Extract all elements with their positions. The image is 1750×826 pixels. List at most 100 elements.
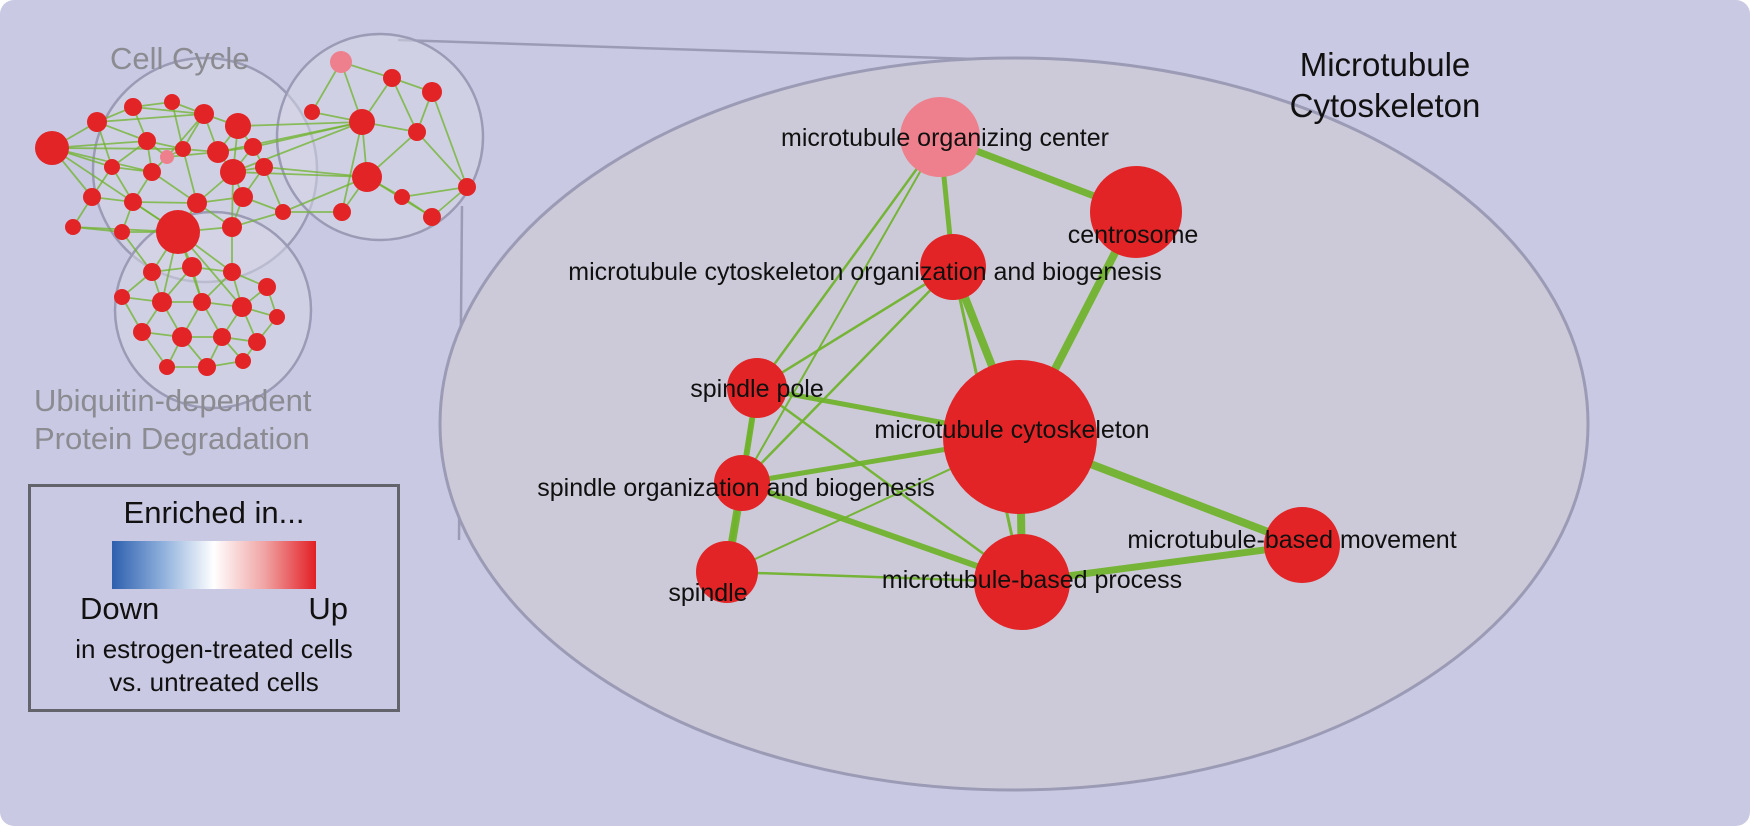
legend-down-label: Down: [80, 591, 160, 626]
overview-node: [225, 113, 251, 139]
cluster-circle-1: [275, 32, 485, 242]
node-mc: [943, 360, 1097, 514]
overview-edge: [96, 113, 205, 123]
overview-edge: [232, 171, 368, 178]
overview-node: [304, 104, 320, 120]
overview-node: [248, 333, 266, 351]
overview-node: [175, 141, 191, 157]
node-spindle_org: [714, 455, 770, 511]
edge-spindle_pole-mbp: [756, 386, 1023, 584]
overview-node: [408, 123, 426, 141]
overview-node: [172, 327, 192, 347]
overview-edge: [252, 121, 363, 148]
cluster-title-ubiquitin: Ubiquitin-dependent Protein Degradation: [34, 382, 312, 458]
overview-node: [235, 353, 251, 369]
overview-node: [223, 263, 241, 281]
overview-node: [232, 297, 252, 317]
overview-edge: [431, 91, 468, 188]
node-spindle_pole: [727, 358, 787, 418]
edge-spindle-mbp: [726, 570, 1023, 584]
overview-node: [114, 224, 130, 240]
overview-node: [143, 263, 161, 281]
microtubule-title-line1: Microtubule: [1299, 46, 1471, 83]
overview-edge: [51, 147, 153, 173]
overview-node: [143, 163, 161, 181]
overview-node: [333, 203, 351, 221]
overview-node: [114, 289, 130, 305]
overview-node: [423, 208, 441, 226]
overview-node: [349, 109, 375, 135]
cluster-title-ubiquitin-line2: Protein Degradation: [34, 421, 310, 456]
overview-node: [159, 359, 175, 375]
overview-node: [233, 187, 253, 207]
node-mcob: [920, 234, 986, 300]
overview-node: [164, 94, 180, 110]
overview-node: [65, 219, 81, 235]
legend-subtitle-line1: in estrogen-treated cells: [75, 634, 353, 664]
overview-node: [255, 158, 273, 176]
overview-node: [160, 150, 174, 164]
overview-node: [87, 112, 107, 132]
node-label-mbm: microtubule-based movement: [1127, 526, 1456, 554]
node-spindle: [696, 541, 758, 603]
overview-node: [133, 323, 151, 341]
overview-node: [124, 193, 142, 211]
node-label-mcob: microtubule cytoskeleton organization an…: [568, 258, 1161, 286]
overview-node: [187, 193, 207, 213]
cluster-title-ubiquitin-line1: Ubiquitin-dependent: [34, 383, 312, 418]
overview-node: [275, 204, 291, 220]
overview-node: [182, 257, 202, 277]
overview-node: [124, 98, 142, 116]
overview-node: [458, 178, 476, 196]
edge-moc-spindle_org: [741, 136, 941, 484]
overview-node: [193, 293, 211, 311]
overview-node: [222, 217, 242, 237]
magnifier-line: [397, 38, 1005, 62]
node-label-spindle_pole: spindle pole: [690, 375, 823, 403]
node-label-centrosome: centrosome: [1068, 221, 1199, 249]
node-mbp: [974, 534, 1070, 630]
overview-node: [198, 358, 216, 376]
cluster-title-cell-cycle: Cell Cycle: [110, 41, 250, 76]
overview-node: [138, 132, 156, 150]
legend-subtitle-line2: vs. untreated cells: [109, 667, 319, 697]
overview-node: [104, 159, 120, 175]
overview-node: [194, 104, 214, 124]
edge-spindle_org-mbp: [740, 480, 1024, 585]
microtubule-title-line2: Cytoskeleton: [1289, 87, 1481, 124]
overview-edge: [341, 121, 363, 213]
overview-edge: [132, 201, 198, 204]
overview-edge: [416, 131, 468, 188]
node-label-spindle_org: spindle organization and biogenesis: [537, 474, 935, 502]
overview-edge: [232, 121, 363, 173]
overview-edge: [237, 121, 363, 127]
node-label-moc: microtubule organizing center: [781, 124, 1109, 152]
legend-up-label: Up: [308, 591, 348, 626]
legend-scale: Down Up: [80, 591, 348, 627]
node-moc: [900, 97, 980, 177]
overview-edge: [51, 147, 184, 150]
overview-node: [35, 131, 69, 165]
overview-node: [352, 162, 382, 192]
node-mbm: [1264, 507, 1340, 583]
node-label-spindle: spindle: [668, 579, 747, 607]
overview-node: [330, 51, 352, 73]
overview-node: [422, 82, 442, 102]
cluster-circle-2: [113, 210, 313, 410]
overview-node: [152, 292, 172, 312]
overview-node: [220, 159, 246, 185]
overview-node: [258, 278, 276, 296]
cluster-title-microtubule-cytoskeleton: Microtubule Cytoskeleton: [1255, 44, 1515, 126]
node-label-mc: microtubule cytoskeleton: [874, 416, 1149, 444]
overview-node: [394, 189, 410, 205]
overview-node: [156, 210, 200, 254]
edge-mcob-spindle_org: [741, 266, 954, 484]
overview-node: [83, 188, 101, 206]
overview-node: [207, 141, 229, 163]
overview-edge: [282, 176, 368, 213]
legend: Enriched in... Down Up in estrogen-treat…: [28, 484, 400, 712]
overview-edge: [401, 186, 468, 198]
overview-node: [213, 328, 231, 346]
